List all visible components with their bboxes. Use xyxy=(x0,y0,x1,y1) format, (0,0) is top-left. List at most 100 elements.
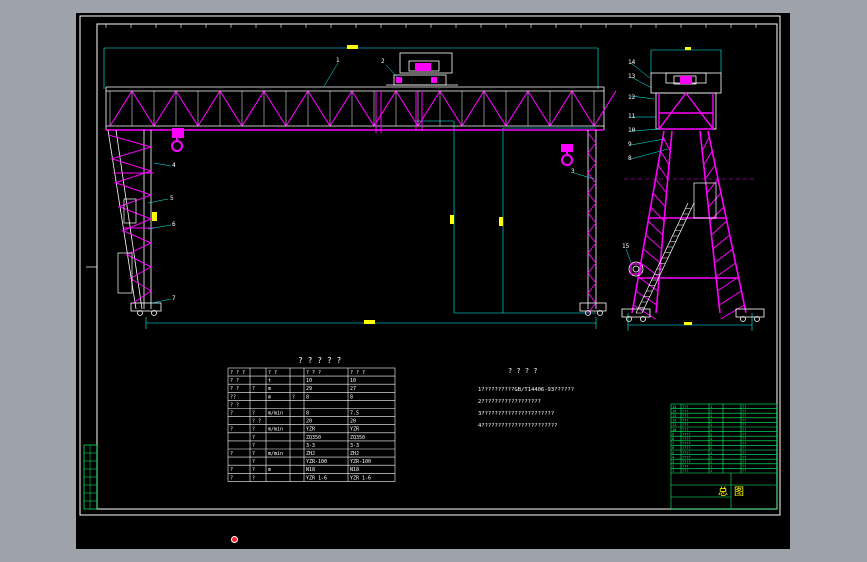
table-cell: t xyxy=(268,378,271,384)
title-block-cell: 2 xyxy=(710,455,712,459)
table-cell: ? xyxy=(252,459,255,465)
table-cell: m/min xyxy=(268,451,283,457)
title-block-cell: 15 xyxy=(672,405,676,409)
table-cell: YZR xyxy=(350,427,360,433)
table-cell: 8 xyxy=(350,394,353,400)
title-block-cell: 1 xyxy=(710,465,712,469)
title-block-cell: ?? xyxy=(742,414,746,418)
title-block-cell: 8 xyxy=(672,437,674,441)
title-block-cell: ??? xyxy=(682,428,689,432)
title-block-cell: 4 xyxy=(710,437,712,441)
table-cell: 3-3 xyxy=(350,443,359,449)
callout-label: 12 xyxy=(628,94,636,101)
technical-notes: ? ? ? ? 1??????????GB/T14406-93?????? 2?… xyxy=(478,367,574,429)
table-cell: ? xyxy=(230,451,233,457)
table-cell: m/min xyxy=(268,411,283,417)
title-block-cell: 14 xyxy=(672,409,676,413)
table-cell: N18 xyxy=(306,467,315,473)
table-cell: 10 xyxy=(350,378,356,384)
table-cell: ? xyxy=(252,427,255,433)
callout-label: 13 xyxy=(628,73,636,80)
hook-icon xyxy=(171,128,184,152)
title-block-cell: 7 xyxy=(672,442,674,446)
table-cell: 10 xyxy=(306,378,312,384)
table-cell: YZR xyxy=(306,427,316,433)
title-block-cell: 1 xyxy=(710,428,712,432)
title-block-cell: 2 xyxy=(672,465,674,469)
title-block-cell: 6 xyxy=(672,446,674,450)
table-cell: ? xyxy=(292,394,295,400)
title-block-cell: ??? xyxy=(682,423,689,427)
title-block-cell: 1 xyxy=(710,460,712,464)
callout-label: 9 xyxy=(628,141,632,148)
table-cell: ? xyxy=(252,386,255,392)
title-block-cell: ?? xyxy=(742,469,746,473)
table-cell: ZQ350 xyxy=(306,435,321,441)
title-block-cell: 1 xyxy=(710,409,712,413)
title-block-cell: ???? xyxy=(682,460,691,464)
table-cell: ? xyxy=(252,467,255,473)
title-block-cell: ?? xyxy=(742,437,746,441)
table-cell: ? ? xyxy=(230,402,239,408)
table-cell: 7.5 xyxy=(350,411,359,417)
side-view: 14 13 12 11 10 9 8 15 xyxy=(621,47,765,331)
title-block-cell: 3 xyxy=(672,460,674,464)
title-block-cell: ??? xyxy=(682,465,689,469)
callout-label: 3 xyxy=(571,168,575,175)
title-block-cell: ?? xyxy=(742,423,746,427)
title-block-cell: ??? xyxy=(682,469,689,473)
title-block-cell: 2 xyxy=(710,446,712,450)
table-cell: 3-3 xyxy=(306,443,315,449)
callout-label: 5 xyxy=(170,195,174,202)
title-block-cell: ??? xyxy=(682,405,689,409)
table-cell: m xyxy=(268,394,271,400)
table-cell: 27 xyxy=(350,386,356,392)
callout-label: 6 xyxy=(172,221,176,228)
note-line: 2?????????????????? xyxy=(478,399,541,405)
table-cell: ? ? ? xyxy=(350,370,365,376)
title-block-cell: ???? xyxy=(682,451,691,455)
table-cell: ? ? xyxy=(268,370,277,376)
title-block-cell: ?? xyxy=(742,432,746,436)
table-cell: ? xyxy=(230,427,233,433)
table-cell: ? xyxy=(230,467,233,473)
notes-title: ? ? ? ? xyxy=(508,367,538,375)
title-block-cell: 4 xyxy=(672,455,674,459)
table-cell: m/min xyxy=(268,427,283,433)
title-block-cell: 2 xyxy=(710,419,712,423)
title-block-cell: 1 xyxy=(710,469,712,473)
table-cell: m xyxy=(268,386,271,392)
title-block-cell: ???? xyxy=(682,442,691,446)
cursor-marker-icon xyxy=(231,536,238,543)
title-block-cell: 1 xyxy=(710,414,712,418)
drawing-title: 总 图 xyxy=(718,485,744,498)
callout-label: 10 xyxy=(628,127,636,134)
table-cell: ? xyxy=(252,411,255,417)
title-block-cell: 2 xyxy=(710,432,712,436)
table-cell: m xyxy=(268,467,271,473)
callout-label: 15 xyxy=(622,243,630,250)
note-line: 3?????????????????????? xyxy=(478,411,554,417)
table-cell: ? xyxy=(252,475,255,481)
callout-label: 8 xyxy=(628,155,632,162)
title-block-cell: 2 xyxy=(710,442,712,446)
table-cell: ? ? xyxy=(230,386,239,392)
table-cell: ZQ350 xyxy=(350,435,365,441)
table-cell: 29 xyxy=(306,386,312,392)
title-block-cell: ?? xyxy=(742,419,746,423)
hook-icon xyxy=(561,144,573,166)
cad-viewport[interactable]: 1 2 3 4 5 6 7 xyxy=(76,13,790,549)
table-cell: N18 xyxy=(350,467,359,473)
table-cell: ? ? ? xyxy=(230,370,245,376)
title-block-cell: ???? xyxy=(682,432,691,436)
table-cell: ? ? xyxy=(252,419,261,425)
callout-label: 7 xyxy=(172,295,176,302)
table-cell: ZHJ xyxy=(306,451,315,457)
callout-label: 1 xyxy=(336,57,340,64)
title-block-cell: ?? xyxy=(742,428,746,432)
title-block-cell: 11 xyxy=(672,423,676,427)
table-cell: ? xyxy=(252,443,255,449)
table-cell: 20 xyxy=(350,419,356,425)
title-block-cell: 1 xyxy=(710,405,712,409)
